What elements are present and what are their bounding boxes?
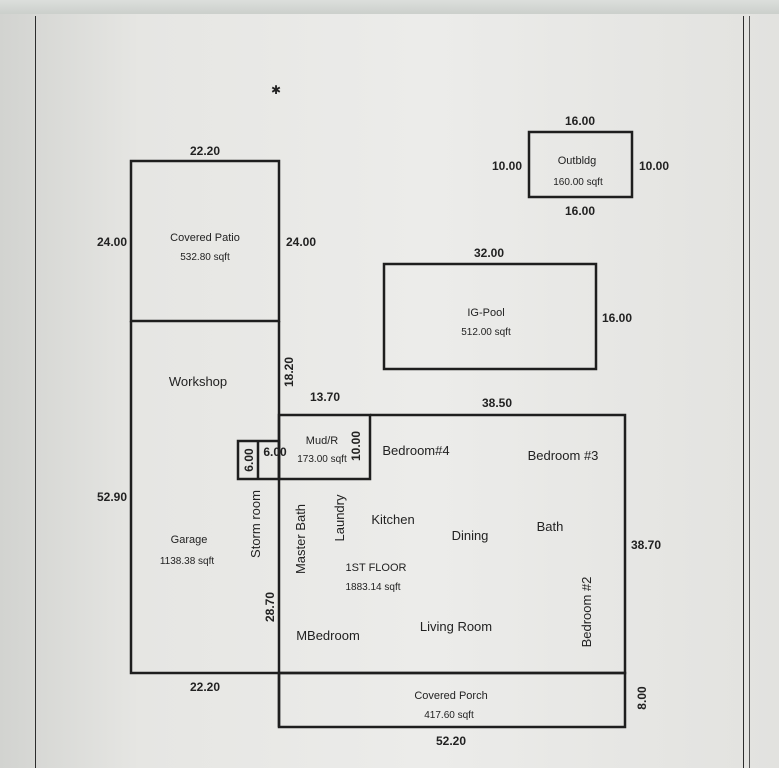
- mud-room-side-dim: 10.00: [349, 431, 363, 461]
- pool-label: IG-Pool: [467, 307, 504, 319]
- outbuilding-bottom-dim: 16.00: [565, 204, 595, 218]
- mbedroom-label: MBedroom: [296, 628, 360, 643]
- mud-room-top-dim: 13.70: [310, 390, 340, 404]
- storm-room-dim-a: 6.00: [242, 448, 256, 472]
- covered-porch-outline: [277, 671, 627, 729]
- house-left-dim: 28.70: [263, 592, 277, 622]
- sheet-speck: ✱: [271, 83, 281, 97]
- storm-room-label: Storm room: [248, 490, 263, 558]
- outbuilding-left-dim: 10.00: [492, 159, 522, 173]
- covered-porch-area: 417.60 sqft: [424, 710, 474, 721]
- outbuilding-right-dim: 10.00: [639, 159, 669, 173]
- storm-room-dim-b: 6.00: [263, 445, 287, 459]
- patio-right-dim: 24.00: [286, 235, 316, 249]
- covered-patio-area: 532.80 sqft: [180, 252, 230, 263]
- pool-right-dim: 16.00: [602, 311, 632, 325]
- first-floor-label: 1ST FLOOR: [346, 562, 407, 574]
- pool-area: 512.00 sqft: [461, 327, 511, 338]
- outbuilding-label: Outbldg: [558, 155, 597, 167]
- patio-top-dim: 22.20: [190, 144, 220, 158]
- master-bath-label: Master Bath: [293, 504, 308, 574]
- kitchen-label: Kitchen: [371, 512, 414, 527]
- pool-top-dim: 32.00: [474, 246, 504, 260]
- outbuilding-outline: [527, 130, 634, 199]
- bedroom3-label: Bedroom #3: [528, 448, 599, 463]
- laundry-label: Laundry: [332, 494, 347, 541]
- porch-bottom-dim: 52.20: [436, 734, 466, 748]
- sheet-left-margin-line: [35, 16, 36, 768]
- outbuilding-area: 160.00 sqft: [553, 177, 603, 188]
- garage-outline: [129, 321, 279, 675]
- covered-patio-outline: [129, 159, 281, 323]
- garage-label: Garage: [171, 534, 208, 546]
- bedroom2-label: Bedroom #2: [579, 577, 594, 648]
- garage-wall-dim-1820: 18.20: [282, 357, 296, 387]
- garage-left-dim: 52.90: [97, 490, 127, 504]
- living-room-label: Living Room: [420, 619, 492, 634]
- sheet-right-margin-line: [743, 16, 744, 768]
- first-floor-area: 1883.14 sqft: [345, 582, 400, 593]
- garage-area: 1138.38 sqft: [160, 556, 215, 567]
- covered-patio-label: Covered Patio: [170, 232, 240, 244]
- bath-label: Bath: [537, 519, 564, 534]
- house-right-dim: 38.70: [631, 538, 661, 552]
- workshop-label: Workshop: [169, 374, 227, 389]
- mud-room-area: 173.00 sqft: [297, 454, 347, 465]
- sheet-right-edge-line: [749, 16, 750, 768]
- top-bezel: [0, 0, 779, 16]
- porch-right-dim: 8.00: [635, 686, 649, 710]
- garage-bottom-dim: 22.20: [190, 680, 220, 694]
- outbuilding-top-dim: 16.00: [565, 114, 595, 128]
- pool-outline: [382, 262, 598, 371]
- dining-label: Dining: [452, 528, 489, 543]
- bedroom4-label: Bedroom#4: [382, 443, 449, 458]
- mud-room-label: Mud/R: [306, 435, 338, 447]
- covered-porch-label: Covered Porch: [414, 690, 487, 702]
- house-top-dim: 38.50: [482, 396, 512, 410]
- patio-left-dim: 24.00: [97, 235, 127, 249]
